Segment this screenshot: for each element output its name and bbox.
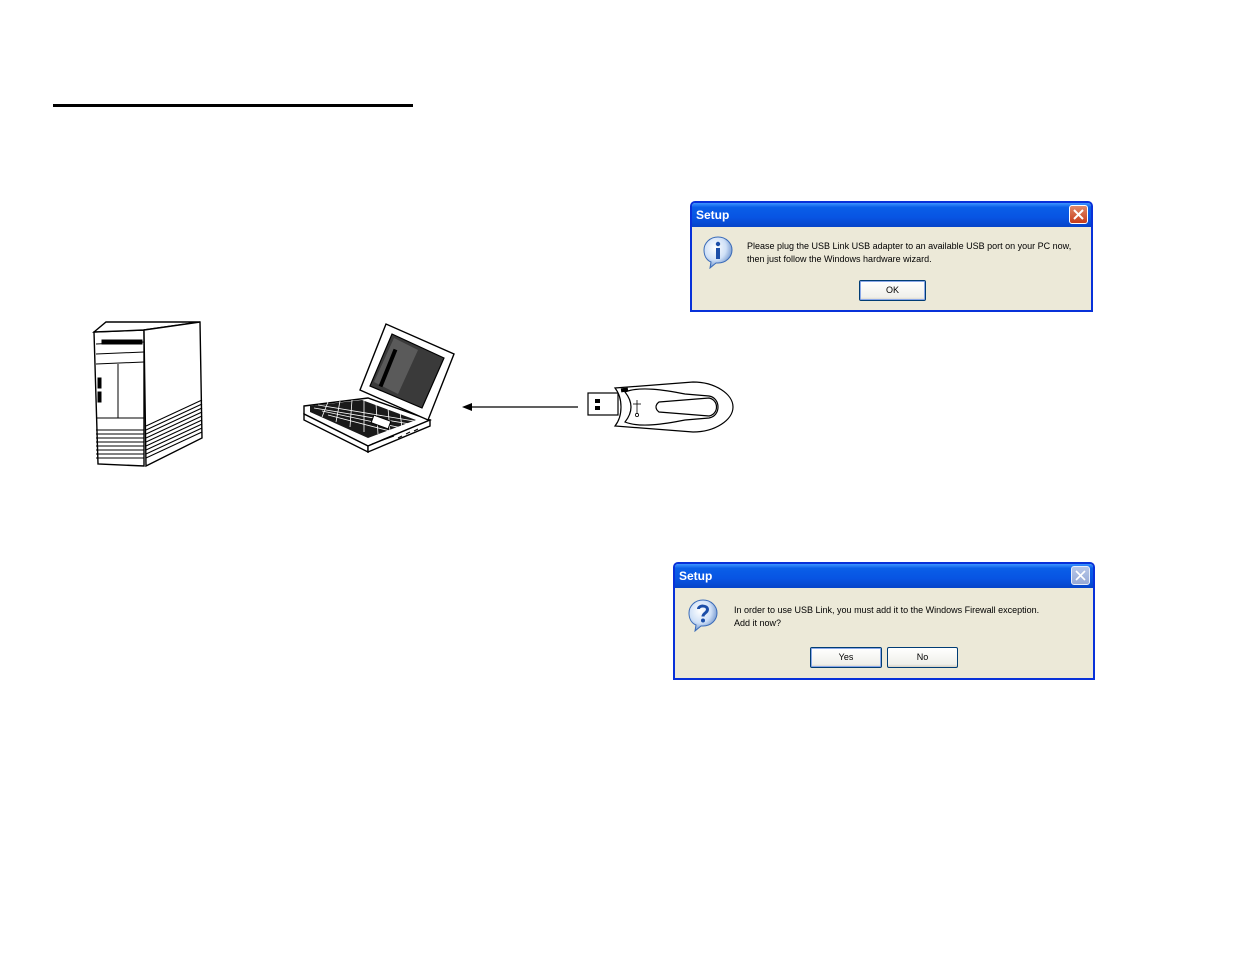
close-icon (1075, 570, 1086, 581)
info-icon (703, 236, 733, 269)
usb-drive-icon (587, 381, 734, 433)
setup-info-dialog: Setup Please plug the USB Link USB adapt… (690, 201, 1093, 312)
close-button[interactable] (1071, 566, 1090, 585)
setup-firewall-dialog: Setup In order to use USB Link, you must… (673, 562, 1095, 680)
dialog-title: Setup (696, 208, 730, 222)
dialog-title: Setup (679, 569, 713, 583)
ok-button[interactable]: OK (859, 280, 926, 301)
no-button[interactable]: No (887, 647, 958, 668)
header-rule (53, 104, 413, 107)
dialog-message-line2: Add it now? (734, 618, 782, 628)
dialog-titlebar[interactable]: Setup (675, 564, 1093, 588)
laptop-icon (303, 323, 455, 454)
connection-arrow (462, 403, 578, 411)
desktop-tower-icon (91, 321, 203, 468)
close-button[interactable] (1069, 205, 1088, 224)
dialog-message-line2: then just follow the Windows hardware wi… (747, 254, 932, 264)
dialog-message-line1: In order to use USB Link, you must add i… (734, 605, 1040, 615)
question-icon (688, 599, 718, 632)
dialog-titlebar[interactable]: Setup (692, 203, 1091, 227)
dialog-message-line1: Please plug the USB Link USB adapter to … (747, 241, 1072, 251)
close-icon (1073, 209, 1084, 220)
yes-button[interactable]: Yes (810, 647, 882, 668)
